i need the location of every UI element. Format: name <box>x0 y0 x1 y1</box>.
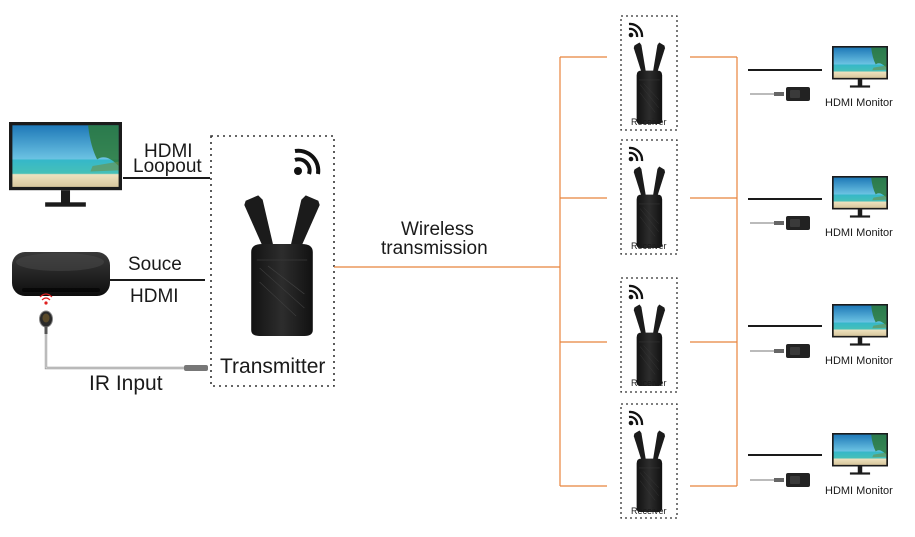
receiver-unit <box>620 139 678 255</box>
hdmi-monitor-label: HDMI Monitor <box>825 485 893 497</box>
usb-dongle-icon <box>750 87 810 101</box>
hdmi-monitor-icon <box>832 176 888 218</box>
receiver-label: Receiver <box>631 117 667 127</box>
wifi-signal-icon <box>294 148 321 175</box>
hdmi-loopout-label-line2: Loopout <box>133 156 202 177</box>
hdmi-monitor-icon <box>832 433 888 475</box>
usb-dongle-icon <box>750 216 810 230</box>
ir-receiver-icon <box>39 310 53 334</box>
wifi-signal-icon <box>628 22 644 38</box>
ir-led-icon <box>39 293 53 305</box>
usb-dongle-icon <box>750 344 810 358</box>
transmitter-label: Transmitter <box>220 355 326 378</box>
set-top-box-icon <box>12 252 110 296</box>
transmitter-box <box>210 135 335 387</box>
receiver-unit <box>620 15 678 131</box>
receiver-label: Receiver <box>631 506 667 516</box>
wireless-label-line2: transmission <box>381 238 488 259</box>
monitor-group <box>748 46 888 487</box>
receiver-unit <box>620 277 678 393</box>
hdmi-monitor-label: HDMI Monitor <box>825 227 893 239</box>
source-hdmi-label: HDMI <box>130 286 179 307</box>
receiver-device-icon <box>632 429 667 513</box>
receiver-label: Receiver <box>631 241 667 251</box>
usb-dongle-icon <box>750 473 810 487</box>
hdmi-monitor-label: HDMI Monitor <box>825 97 893 109</box>
ir-jack-icon <box>184 365 208 371</box>
receiver-device-icon <box>632 303 667 387</box>
ir-cable <box>44 334 196 370</box>
wifi-signal-icon <box>628 284 644 300</box>
receiver-device-icon <box>632 41 667 125</box>
hdmi-loopout-label-line1: HDMI <box>144 141 193 162</box>
hdmi-monitor-label: HDMI Monitor <box>825 355 893 367</box>
hdmi-monitor-icon <box>832 304 888 346</box>
receiver-label: Receiver <box>631 378 667 388</box>
receiver-unit <box>620 403 678 519</box>
wireless-link-lines <box>334 56 738 487</box>
loopout-tv-icon <box>9 122 122 207</box>
wifi-signal-icon <box>628 146 644 162</box>
wifi-signal-icon <box>628 410 644 426</box>
hdmi-monitor-icon <box>832 46 888 88</box>
receiver-device-icon <box>632 165 667 249</box>
source-label: Souce <box>128 254 182 275</box>
ir-input-label: IR Input <box>89 372 163 395</box>
wireless-label-line1: Wireless <box>401 219 474 240</box>
transmitter-device-icon <box>241 194 323 337</box>
